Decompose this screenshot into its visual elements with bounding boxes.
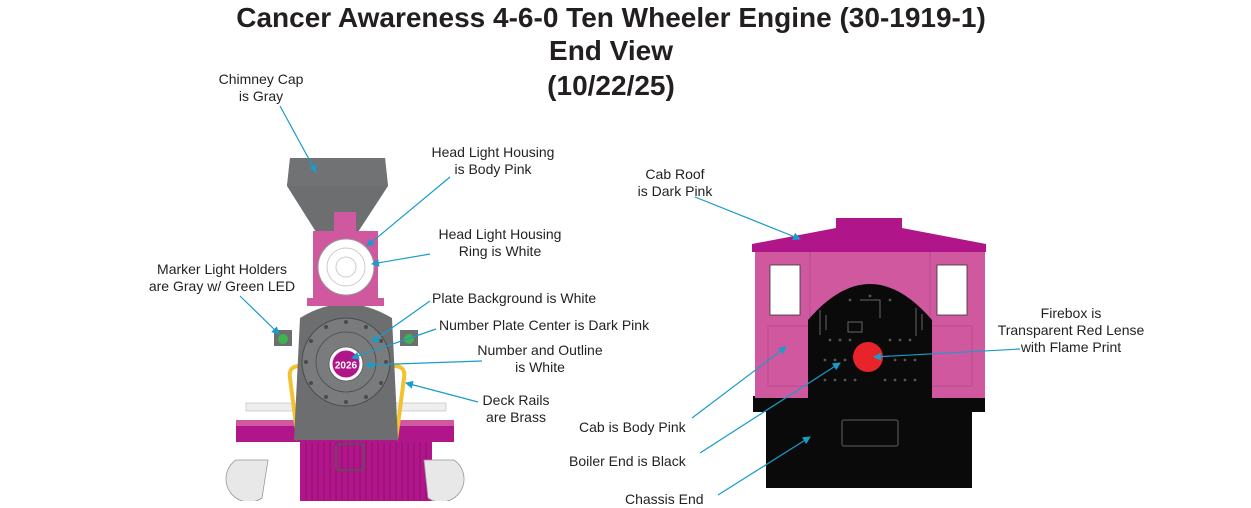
engine-front-view: [225, 158, 465, 501]
label-boiler-end: Boiler End is Black: [569, 453, 686, 469]
label-cab: Cab is Body Pink: [579, 419, 686, 435]
label-chassis-end: Chassis End: [625, 491, 704, 507]
deck-rail-right: [393, 364, 407, 441]
headlight-ring: [317, 238, 375, 296]
diagram-title-line2: End View: [549, 35, 673, 66]
chassis-end: [766, 410, 972, 488]
cab-roof: [752, 228, 986, 252]
leader-lines: [239, 105, 1021, 496]
label-plate-background: Plate Background is White: [432, 290, 597, 306]
diagram-title-line3: (10/22/25): [547, 70, 675, 101]
diagram-title-line1: Cancer Awareness 4-6-0 Ten Wheeler Engin…: [236, 2, 986, 33]
cab-end-view: [752, 218, 986, 488]
firebox-lens: [853, 342, 883, 372]
number-plate-text: 2026: [335, 361, 358, 372]
label-number-plate-center: Number Plate Center is Dark Pink: [439, 317, 650, 333]
